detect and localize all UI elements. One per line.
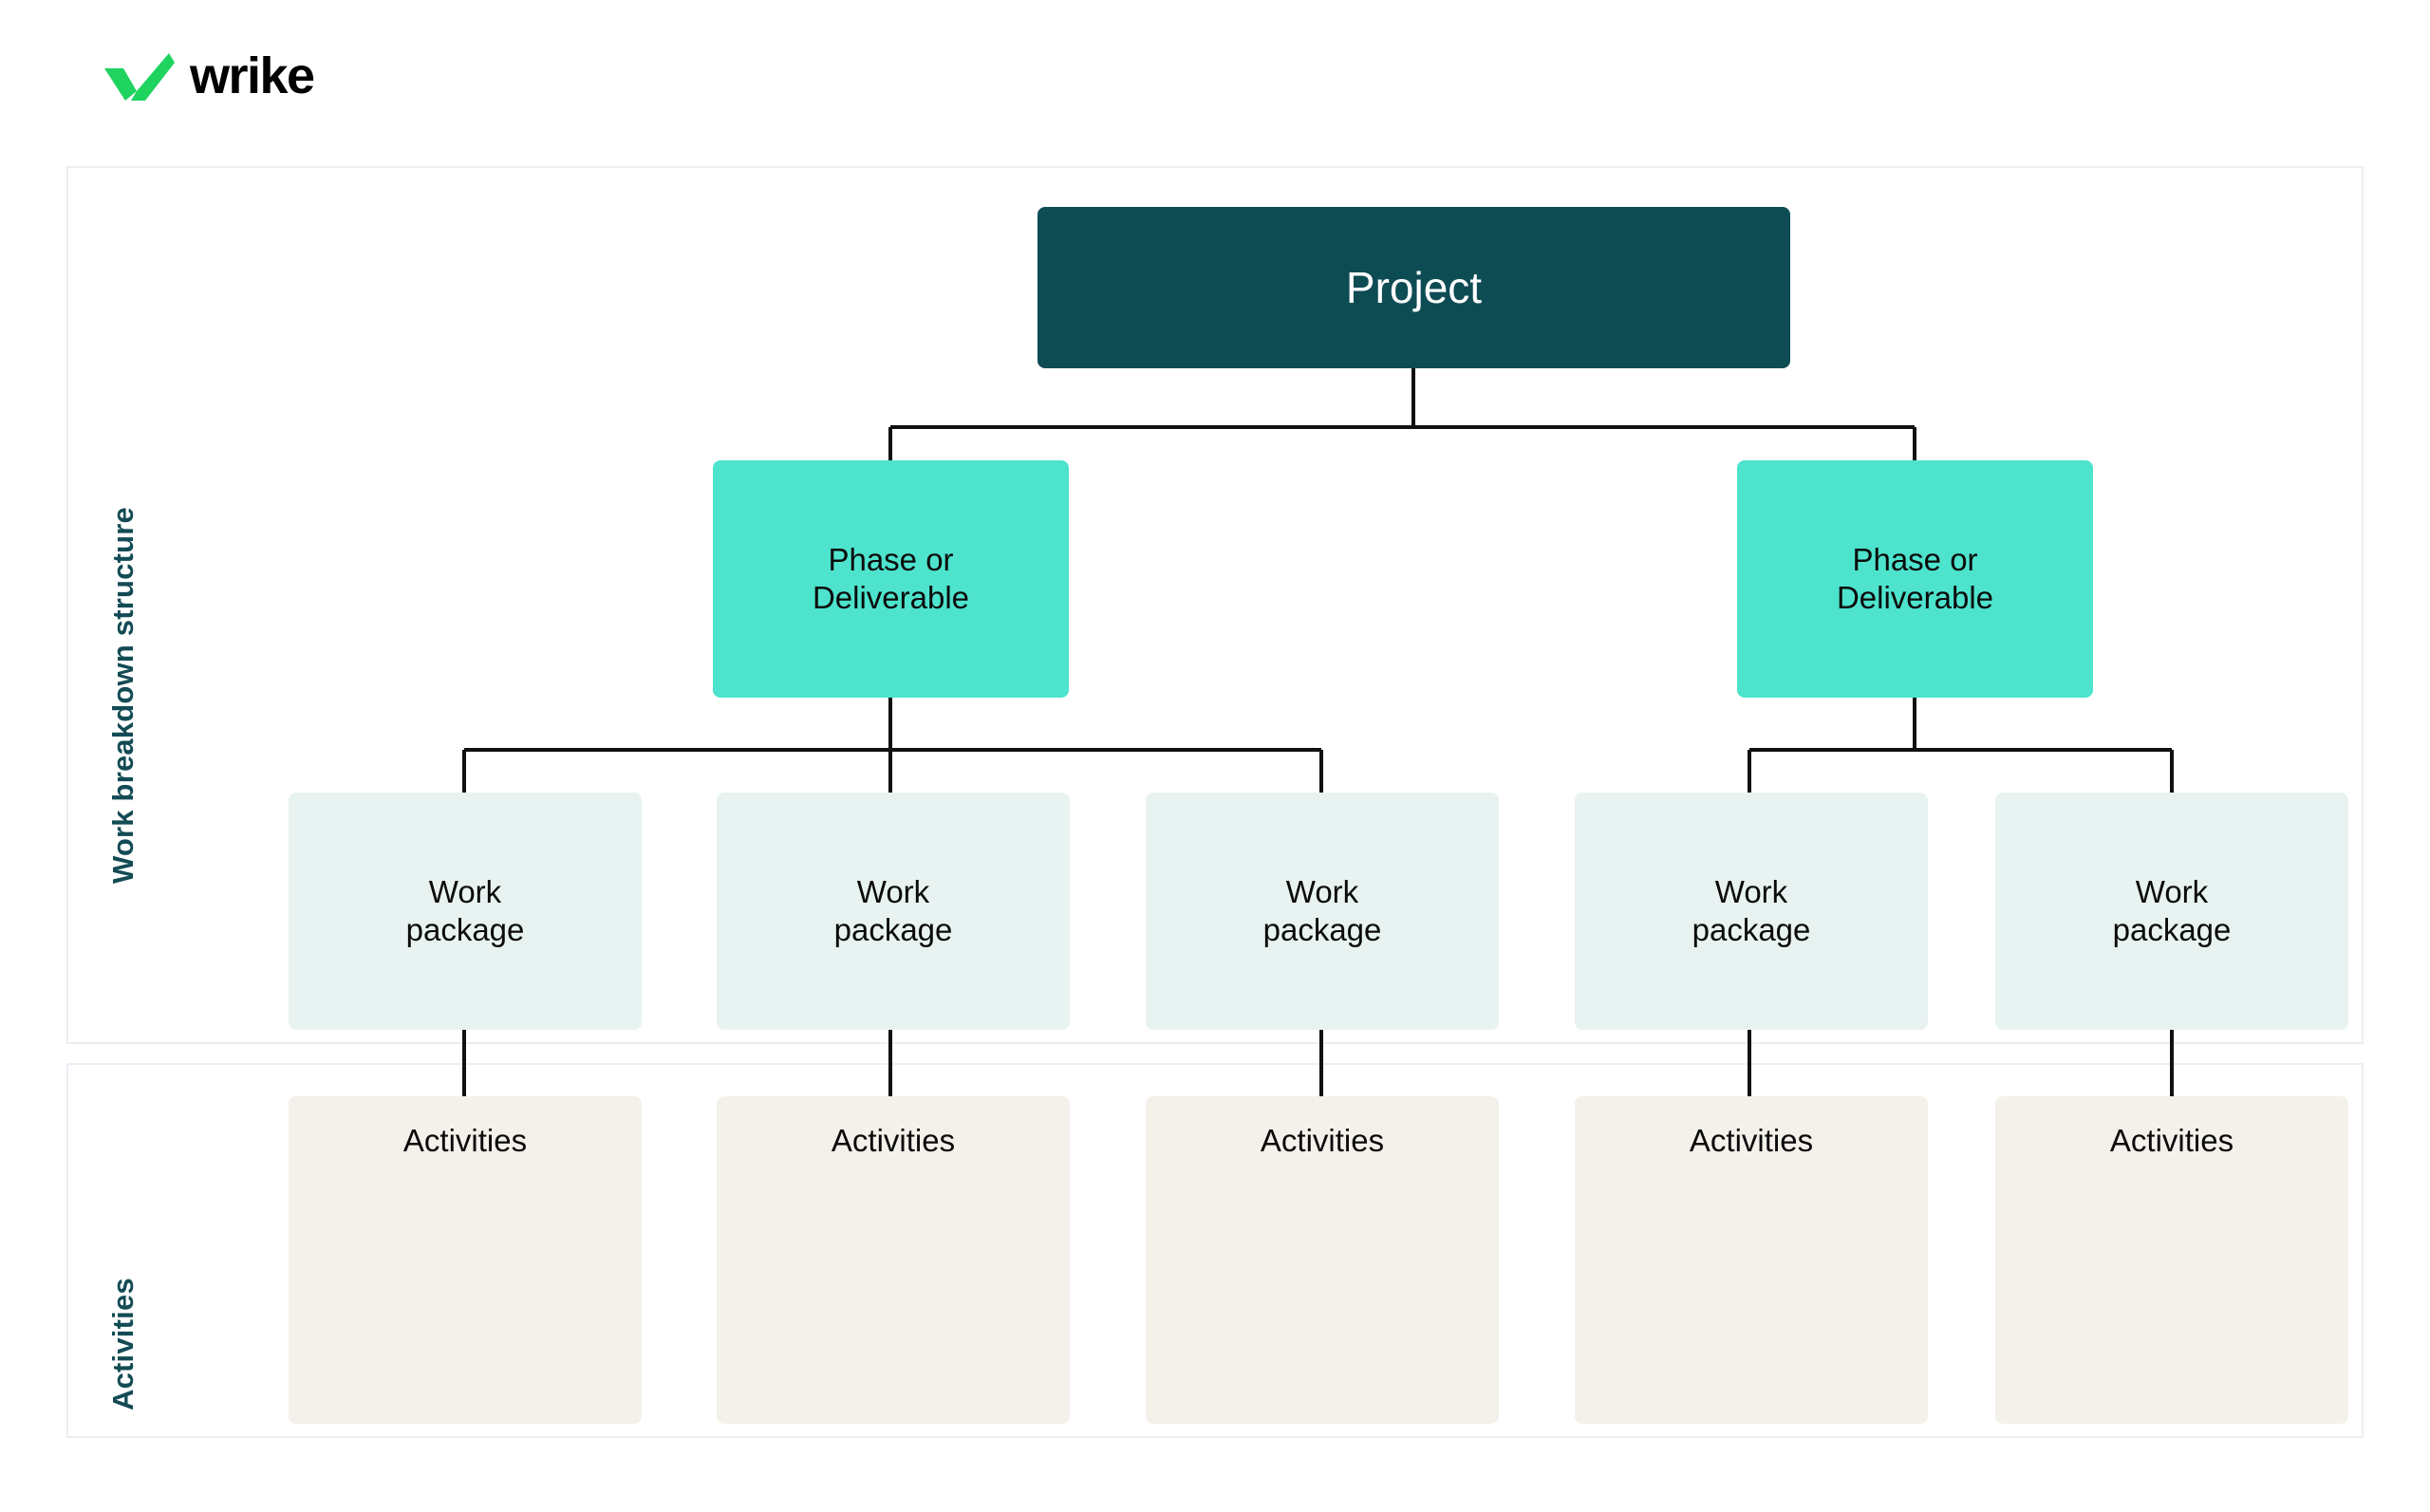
node-phase-1-label: Phase or Deliverable — [812, 541, 970, 615]
node-phase-2-label: Phase or Deliverable — [1836, 541, 1994, 615]
node-work-package-1[interactable]: Work package — [289, 793, 642, 1030]
node-activities-1[interactable]: Activities — [289, 1096, 642, 1424]
node-activities-5-label: Activities — [2109, 1123, 2234, 1158]
side-label-work-breakdown-structure: Work breakdown structure — [106, 507, 140, 884]
wrike-check-icon — [104, 53, 175, 101]
node-work-package-3-label: Work package — [1262, 873, 1382, 947]
node-activities-3[interactable]: Activities — [1146, 1096, 1499, 1424]
node-project[interactable]: Project — [1037, 207, 1790, 368]
node-work-package-5-label: Work package — [2112, 873, 2232, 947]
node-activities-5[interactable]: Activities — [1995, 1096, 2348, 1424]
node-work-package-3[interactable]: Work package — [1146, 793, 1499, 1030]
wrike-logo: wrike — [103, 47, 315, 104]
node-work-package-4-label: Work package — [1692, 873, 1811, 947]
node-activities-3-label: Activities — [1260, 1123, 1385, 1158]
node-phase-1[interactable]: Phase or Deliverable — [713, 460, 1069, 698]
node-work-package-5[interactable]: Work package — [1995, 793, 2348, 1030]
node-activities-4-label: Activities — [1689, 1123, 1814, 1158]
node-activities-1-label: Activities — [402, 1123, 528, 1158]
node-project-label: Project — [1345, 262, 1483, 312]
node-activities-2-label: Activities — [831, 1123, 956, 1158]
node-work-package-2[interactable]: Work package — [717, 793, 1070, 1030]
side-label-activities: Activities — [106, 1278, 140, 1410]
wrike-wordmark: wrike — [190, 47, 315, 104]
node-work-package-1-label: Work package — [405, 873, 525, 947]
node-work-package-4[interactable]: Work package — [1575, 793, 1928, 1030]
node-phase-2[interactable]: Phase or Deliverable — [1737, 460, 2093, 698]
node-activities-4[interactable]: Activities — [1575, 1096, 1928, 1424]
node-activities-2[interactable]: Activities — [717, 1096, 1070, 1424]
node-work-package-2-label: Work package — [833, 873, 953, 947]
